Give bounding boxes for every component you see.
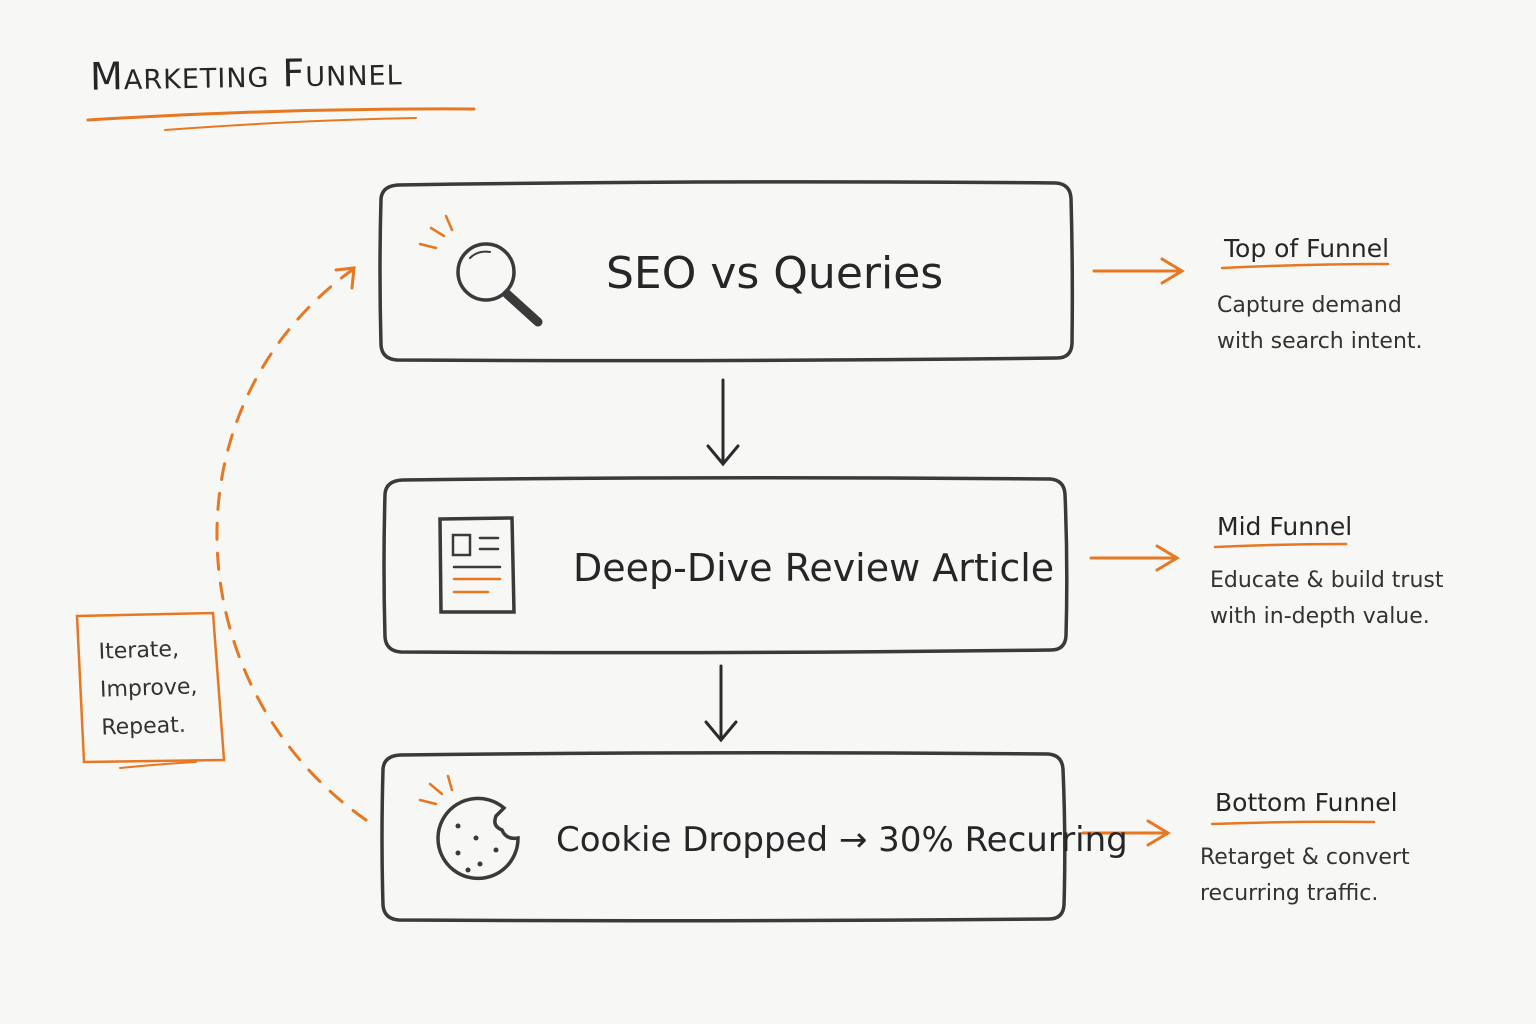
side-desc-mid: Educate & build trust with in-depth valu… <box>1210 568 1444 629</box>
side-title-bottom: Bottom Funnel <box>1215 788 1398 817</box>
stage-box-2 <box>382 475 1069 655</box>
loop-arrow <box>215 268 368 822</box>
side-desc-top: Capture demand with search intent. <box>1217 293 1423 354</box>
side-title-mid: Mid Funnel <box>1217 512 1353 541</box>
side-underline-1 <box>1220 262 1390 270</box>
stage-label-cookie: Cookie Dropped → 30% Recurring <box>556 820 1128 860</box>
side-arrow-2 <box>1089 544 1180 572</box>
down-arrow-1 <box>706 378 740 467</box>
title-underline <box>86 107 476 122</box>
note-underline <box>119 761 197 769</box>
loop-arrowhead <box>334 266 356 290</box>
down-arrow-2 <box>704 664 738 743</box>
article-icon <box>438 516 516 614</box>
side-arrow-3 <box>1081 819 1171 847</box>
stage-label-seo: SEO vs Queries <box>606 248 944 299</box>
side-underline-2 <box>1213 542 1348 549</box>
note-box <box>75 611 226 764</box>
stage-box-3 <box>380 750 1067 923</box>
side-arrow-1 <box>1092 257 1185 285</box>
side-desc-bottom: Retarget & convert recurring traffic. <box>1200 845 1410 906</box>
magnifier-icon <box>418 214 543 327</box>
cookie-icon <box>418 774 520 881</box>
title-underline-2 <box>164 117 417 131</box>
stage-box-1 <box>378 180 1075 363</box>
stage-label-article: Deep-Dive Review Article <box>573 546 1055 590</box>
side-underline-3 <box>1210 820 1376 826</box>
side-title-top: Top of Funnel <box>1224 234 1390 263</box>
loop-note: Iterate, Improve, Repeat. <box>98 636 198 741</box>
